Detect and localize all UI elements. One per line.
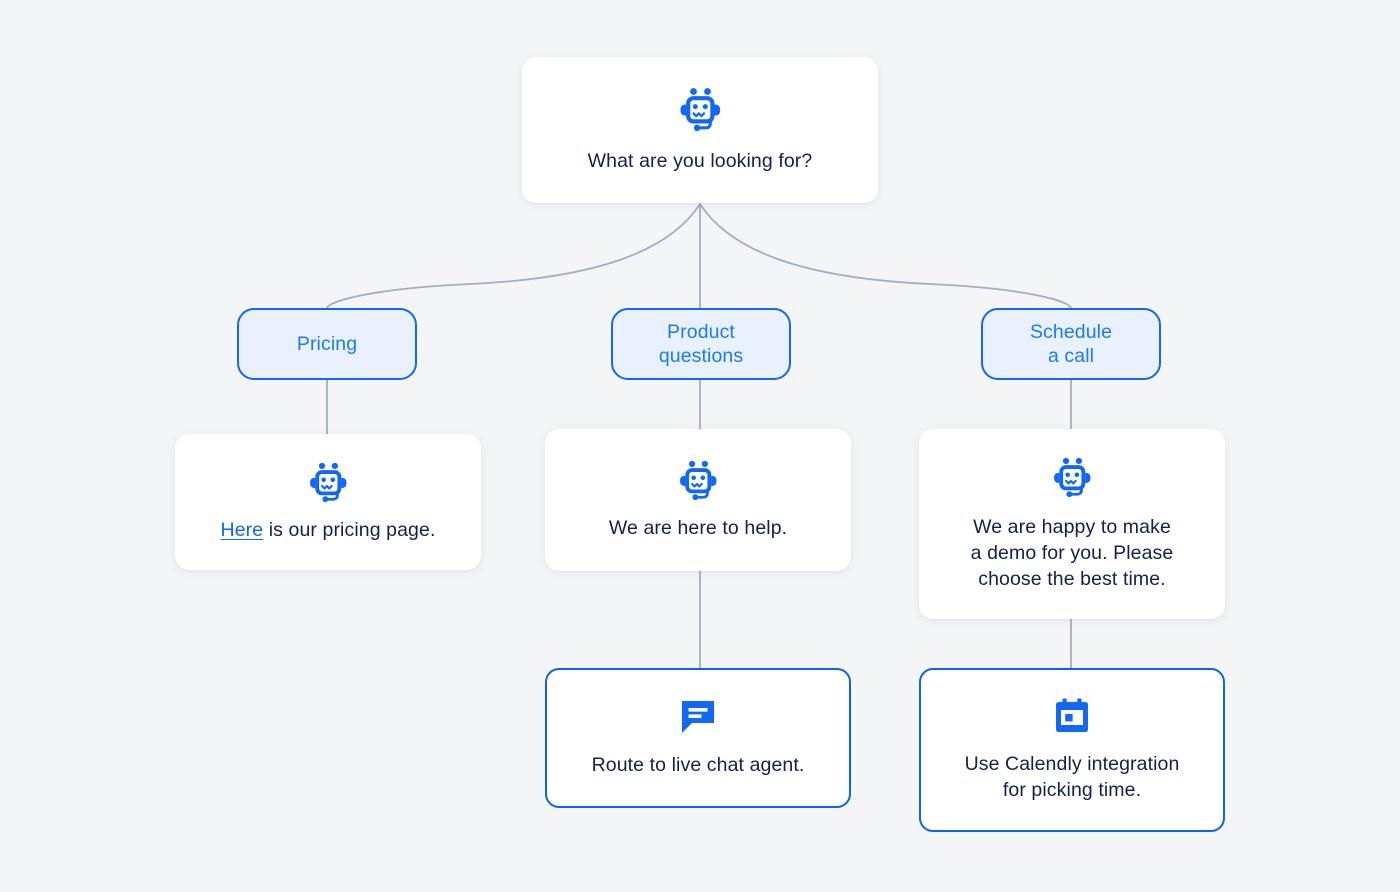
card-schedule-response[interactable]: We are happy to make a demo for you. Ple… <box>919 429 1225 619</box>
pricing-response-text: Here is our pricing page. <box>221 518 436 544</box>
pricing-page-link[interactable]: Here <box>220 519 264 542</box>
pricing-response-suffix: is our pricing page. <box>263 519 436 542</box>
calendar-icon <box>1052 696 1092 736</box>
bot-icon <box>676 85 724 133</box>
option-product-questions[interactable]: Product questions <box>611 308 791 380</box>
option-schedule-a-call[interactable]: Schedule a call <box>981 308 1161 380</box>
connector-root-to-pricing <box>326 203 701 309</box>
chat-bubble-icon <box>678 697 718 737</box>
card-calendly-action[interactable]: Use Calendly integration for picking tim… <box>919 668 1225 832</box>
product-response-label: We are here to help. <box>608 517 788 540</box>
bot-icon <box>306 460 350 504</box>
card-pricing-response[interactable]: Here is our pricing page. <box>175 434 481 570</box>
root-question-label: What are you looking for? <box>587 150 813 173</box>
card-product-response[interactable]: We are here to help. <box>545 429 851 571</box>
bot-icon <box>1050 455 1094 499</box>
option-pricing[interactable]: Pricing <box>237 308 417 380</box>
option-pricing-label: Pricing <box>296 332 358 355</box>
live-chat-action-label: Route to live chat agent. <box>591 754 805 777</box>
bot-icon <box>676 458 720 502</box>
option-schedule-a-call-label: Schedule a call <box>1029 320 1113 367</box>
schedule-response-label: We are happy to make a demo for you. Ple… <box>970 516 1174 590</box>
calendly-action-label: Use Calendly integration for picking tim… <box>964 753 1180 801</box>
option-product-questions-label: Product questions <box>658 320 744 367</box>
connector-root-to-schedule <box>699 203 1072 309</box>
node-root-question[interactable]: What are you looking for? <box>522 57 878 203</box>
card-live-chat-action[interactable]: Route to live chat agent. <box>545 668 851 808</box>
